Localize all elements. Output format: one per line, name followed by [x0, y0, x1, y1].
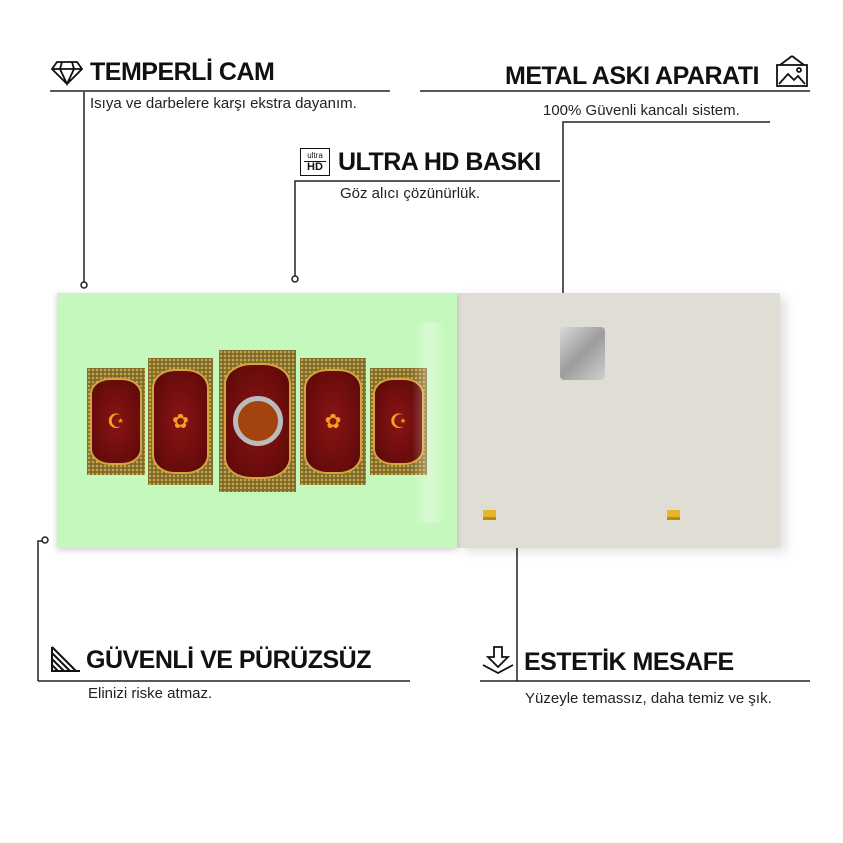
- glass-artwork-panel: ☪ ✿ ✿ ☪: [57, 293, 457, 548]
- feature-title-safe-smooth: GÜVENLİ VE PÜRÜZSÜZ: [86, 646, 371, 674]
- image-hanger-icon: [776, 55, 808, 87]
- feature-subtitle-ultra-hd: Göz alıcı çözünürlük.: [340, 185, 481, 202]
- ultra-hd-icon: ultra HD: [300, 148, 330, 176]
- feature-title-tempered-glass: TEMPERLİ CAM: [90, 58, 275, 86]
- feature-subtitle-metal-hanger: 100% Güvenli kancalı sistem.: [543, 102, 740, 119]
- diamond-icon: [50, 61, 84, 86]
- spacer-left: [483, 510, 496, 520]
- glass-reflection: [412, 323, 447, 523]
- metal-hanger: [560, 327, 605, 380]
- feature-subtitle-aesthetic-distance: Yüzeyle temassız, daha temiz ve şık.: [525, 690, 772, 707]
- art-panel-2: ✿: [148, 358, 213, 485]
- icon-text-hd: HD: [304, 161, 326, 173]
- icon-text-ultra: ultra: [307, 151, 323, 160]
- distance-icon: [482, 646, 514, 675]
- feature-title-ultra-hd: ULTRA HD BASKI: [338, 148, 541, 176]
- art-panel-4: ✿: [300, 358, 366, 485]
- feature-subtitle-safe-smooth: Elinizi riske atmaz.: [88, 685, 213, 702]
- spacer-right: [667, 510, 680, 520]
- feature-title-metal-hanger: METAL ASKI APARATI: [505, 62, 759, 90]
- art-panel-1: ☪: [87, 368, 145, 475]
- art-panel-3: [219, 350, 296, 492]
- feature-subtitle-tempered-glass: Isıya ve darbelere karşı ekstra dayanım.: [90, 95, 357, 112]
- feature-title-aesthetic-distance: ESTETİK MESAFE: [524, 648, 734, 676]
- art-panel-5: ☪: [370, 368, 427, 475]
- back-panel: [457, 293, 780, 548]
- smooth-edge-icon: [51, 646, 80, 672]
